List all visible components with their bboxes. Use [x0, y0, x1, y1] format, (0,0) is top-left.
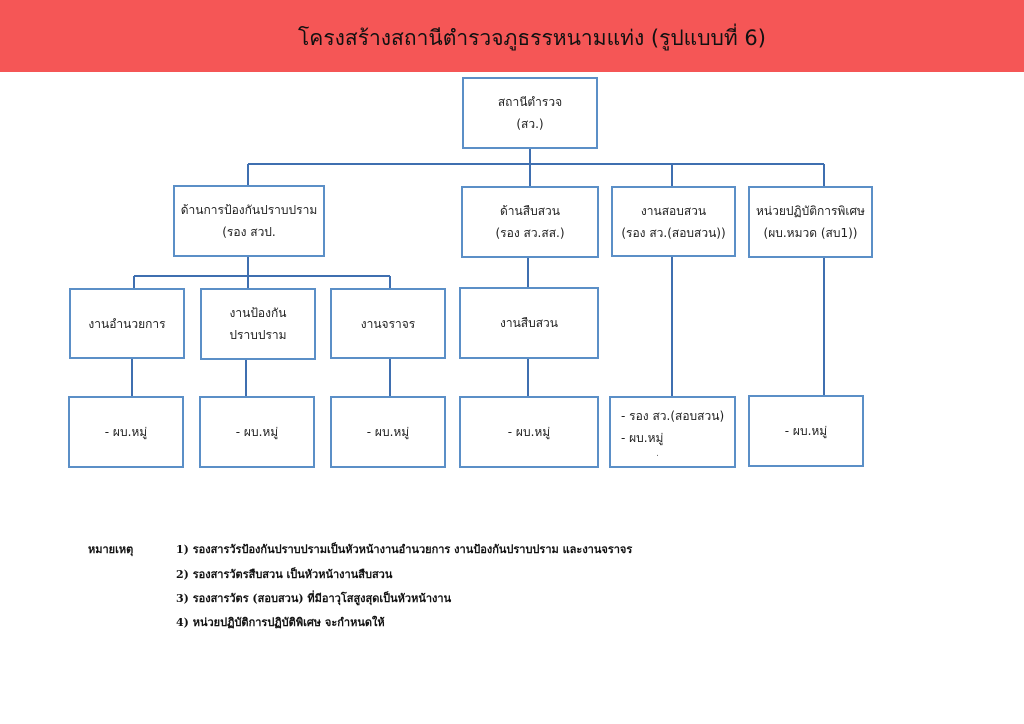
- title-banner: โครงสร้างสถานีตำรวจภูธรรหนามแท่ง (รูปแบบ…: [0, 0, 1024, 72]
- node-label: - ผบ.หมู่: [235, 425, 279, 439]
- leaf-investigation-squad-leader: - ผบ.หมู่: [459, 396, 599, 468]
- leaf-suppression-squad-leader: - ผบ.หมู่: [199, 396, 315, 468]
- node-label: ด้านสืบสวน: [500, 204, 560, 218]
- node-sublabel: (รอง สว.สส.): [495, 226, 565, 240]
- node-label: ด้านการป้องกันปราบปราม: [180, 203, 318, 217]
- node-sublabel: (ผบ.หมวด (สบ1)): [763, 226, 858, 240]
- node-label: งานป้องกัน: [229, 306, 287, 320]
- node-label: - ผบ.หมู่: [784, 424, 828, 438]
- node-sublabel: (รอง สวป.: [222, 225, 276, 239]
- node-label: - ผบ.หมู่: [621, 431, 664, 445]
- leaf-inquiry-officers: - รอง สว.(สอบสวน) - ผบ.หมู่ .: [609, 396, 736, 468]
- node-prevention-suppression: ด้านการป้องกันปราบปราม (รอง สวป.: [173, 185, 325, 257]
- node-traffic: งานจราจร: [330, 288, 446, 359]
- note-item: 4) หน่วยปฏิบัติการปฏิบัติพิเศษ จะกำหนดให…: [176, 616, 385, 629]
- node-label: งานสืบสวน: [499, 316, 558, 330]
- node-label: - รอง สว.(สอบสวน): [621, 409, 725, 423]
- node-admin: งานอำนวยการ: [69, 288, 185, 359]
- node-label: หน่วยปฏิบัติการพิเศษ: [756, 204, 865, 218]
- node-label: - ผบ.หมู่: [366, 425, 410, 439]
- leaf-special-squad-leader: - ผบ.หมู่: [748, 395, 864, 467]
- leaf-admin-squad-leader: - ผบ.หมู่: [68, 396, 184, 468]
- note-item: 2) รองสารวัตรสืบสวน เป็นหัวหน้างานสืบสวน: [176, 568, 393, 581]
- page-title: โครงสร้างสถานีตำรวจภูธรรหนามแท่ง (รูปแบบ…: [298, 26, 766, 50]
- leaf-traffic-squad-leader: - ผบ.หมู่: [330, 396, 446, 468]
- note-item: 1) รองสารวัรป้องกันปราบปรามเป็นหัวหน้างา…: [176, 543, 633, 556]
- node-inquiry-dept: งานสอบสวน (รอง สว.(สอบสวน)): [611, 186, 736, 257]
- node-label: สถานีตำรวจ: [497, 95, 563, 109]
- node-label: งานจราจร: [360, 316, 416, 331]
- node-dot: .: [656, 449, 659, 459]
- node-special-ops: หน่วยปฏิบัติการพิเศษ (ผบ.หมวด (สบ1)): [748, 186, 873, 258]
- node-sublabel: (สว.): [516, 117, 544, 131]
- note-item: 3) รองสารวัตร (สอบสวน) ที่มีอาวุโสสูงสุด…: [176, 592, 452, 605]
- node-label: งานสอบสวน: [640, 203, 707, 218]
- node-sublabel: ปราบปราม: [229, 328, 287, 342]
- node-label: งานอำนวยการ: [88, 316, 166, 331]
- node-investigation-work: งานสืบสวน: [459, 287, 599, 359]
- node-police-station: สถานีตำรวจ (สว.): [462, 77, 598, 149]
- node-sublabel: (รอง สว.(สอบสวน)): [621, 225, 726, 240]
- node-label: - ผบ.หมู่: [507, 425, 551, 439]
- notes-label: หมายเหตุ: [88, 543, 134, 556]
- node-label: - ผบ.หมู่: [104, 425, 148, 439]
- node-suppression: งานป้องกัน ปราบปราม: [200, 288, 316, 360]
- node-investigation-dept: ด้านสืบสวน (รอง สว.สส.): [461, 186, 599, 258]
